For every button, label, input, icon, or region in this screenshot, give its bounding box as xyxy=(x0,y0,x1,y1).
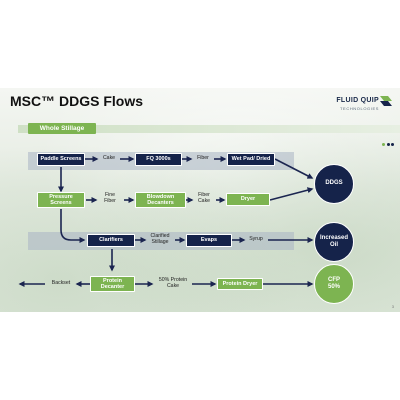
logo-mark-icon xyxy=(380,96,392,106)
wet-pad-dried-box: Wet Pad/ Dried xyxy=(227,153,275,166)
ddgs-output: DDGS xyxy=(314,164,354,204)
slide: MSC™ DDGS Flows FLUID QUIP TECHNOLOGIES xyxy=(0,88,400,312)
blowdown-decanters-box: Blowdown Decanters xyxy=(135,192,186,208)
paddle-screens-box: Paddle Screens xyxy=(37,153,85,166)
fine-fiber-label: Fine Fiber xyxy=(104,192,116,204)
backset-label: Backset xyxy=(51,280,71,286)
whole-stillage-box: Whole Stillage xyxy=(28,123,96,134)
company-logo: FLUID QUIP TECHNOLOGIES xyxy=(328,96,392,116)
dot-icon xyxy=(391,143,394,146)
cake-label: Cake xyxy=(102,155,116,161)
logo-brand: FLUID QUIP xyxy=(336,97,379,104)
clarifiers-box: Clarifiers xyxy=(87,234,135,247)
clarified-stillage-label: Clarified Stillage xyxy=(150,233,170,245)
slide-dots xyxy=(381,133,394,151)
evaps-box: Evaps xyxy=(186,234,232,247)
header-bar xyxy=(18,125,400,133)
syrup-label: Syrup xyxy=(249,236,263,242)
dot-icon xyxy=(386,143,390,146)
dryer-box: Dryer xyxy=(226,193,270,206)
protein-decanter-box: Protein Decanter xyxy=(90,276,135,292)
fiber-cake-label: Fiber Cake xyxy=(197,192,211,204)
fiber-label: Fiber xyxy=(197,155,209,161)
logo-subtitle: TECHNOLOGIES xyxy=(340,106,379,111)
slide-title: MSC™ DDGS Flows xyxy=(10,93,144,109)
protein-dryer-box: Protein Dryer xyxy=(217,278,263,290)
flow-arrows xyxy=(18,156,314,287)
fq-3000s-box: FQ 3000s xyxy=(135,153,182,166)
protein-cake-label: 50% Protein Cake xyxy=(158,277,188,289)
pressure-screens-box: Pressure Screens xyxy=(37,192,85,208)
increased-oil-output: Increased Oil xyxy=(314,222,354,262)
page-number: 3 xyxy=(391,304,394,309)
cfp-output: CFP 50% xyxy=(314,264,354,304)
dot-icon xyxy=(382,143,385,146)
